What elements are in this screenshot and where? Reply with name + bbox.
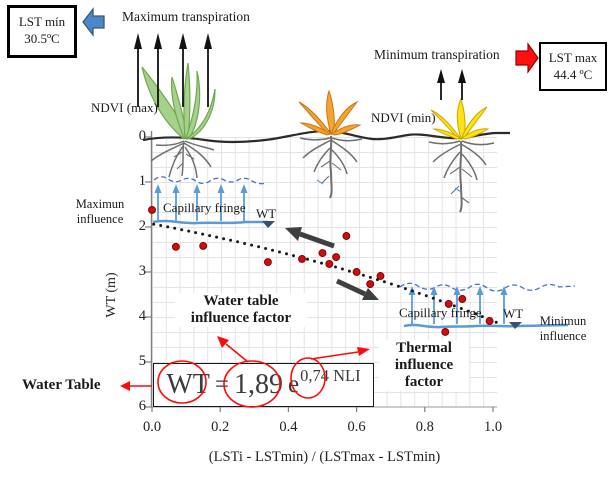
min-transpiration-label: Minimum transpiration [374,47,500,62]
y-tick-1: 1 [138,172,146,189]
max-transpiration-arrows [134,33,212,107]
x-tick-marks [151,407,494,412]
water-table-influence-factor-label: Water table influence factor [175,293,307,327]
y-tick-6: 6 [138,397,146,414]
maximun-influence-label: Maximun influence [75,197,125,226]
y-tick-0: 0 [138,127,146,144]
lst-max-line1: LST max [548,50,598,65]
formula-coefficient: 1,89 [234,369,284,400]
wt-triangle-right [509,322,522,329]
x-tick-0.2: 0.2 [211,419,230,435]
formula-box: WT = 1,89 e 0,74 NLI [153,363,374,407]
lst-min-line1: LST mín [18,14,66,29]
yellow-plant [430,97,490,140]
minimun-influence-label: Minimun influence [539,314,587,343]
y-tick-5: 5 [138,352,146,369]
y-tick-2: 2 [138,217,146,234]
water-table-label: Water Table [22,377,101,393]
min-transpiration-arrows [437,69,466,100]
formula-lhs: WT [166,369,210,400]
lst-min-line2: 30.5ºC [24,31,60,46]
thermal-influence-factor-label: Thermal influence factor [379,340,469,391]
y-tick-3: 3 [138,262,146,279]
lst-max-line2: 44.4 ºC [553,67,593,82]
wt-left-label: WT [256,206,277,221]
x-tick-0.4: 0.4 [279,419,298,435]
x-axis-label: (LSTi - LSTmin) / (LSTmax - LSTmin) [208,449,441,465]
y-tick-4: 4 [138,307,146,324]
x-tick-0.6: 0.6 [347,419,366,435]
wt-right-label: WT [503,306,524,321]
lst-max-box: LST max 44.4 ºC [539,42,607,91]
orange-plant [298,89,362,136]
arrowhead-water-table [120,381,130,391]
formula-equals: = [214,371,230,398]
capillary-fringe-left-label: Capillary fringe [163,200,246,215]
formula-exponent: 0,74 NLI [300,366,361,385]
x-tick-0.0: 0.0 [142,419,162,435]
formula-base-e: e [288,371,300,398]
capillary-fringe-right-label: Capillary fringe [399,305,482,320]
x-tick-1.0: 1.0 [483,419,503,435]
blue-left-block-arrow [82,7,105,37]
x-tick-0.8: 0.8 [415,419,434,435]
max-transpiration-label: Maximum transpiration [122,9,250,24]
red-right-block-arrow [515,42,539,74]
ndvi-max-label: NDVI (max) [91,100,158,115]
ndvi-min-label: NDVI (min) [371,110,436,125]
lst-min-box: LST mín 30.5ºC [7,5,77,58]
